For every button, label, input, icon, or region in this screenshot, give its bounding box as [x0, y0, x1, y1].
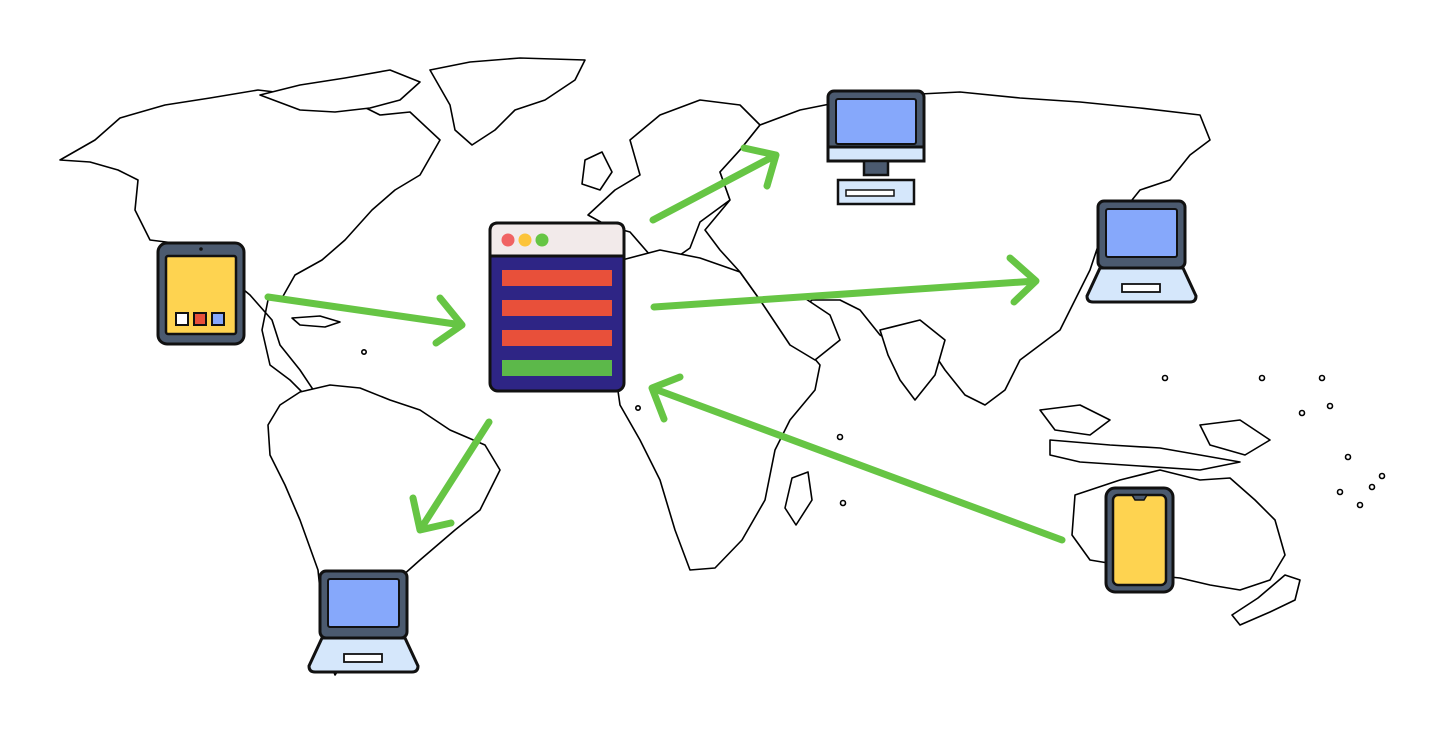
tablet-app-icon	[175, 312, 189, 326]
server-titlebar	[488, 221, 626, 258]
laptop-screen	[327, 578, 400, 628]
island-dot	[1344, 453, 1352, 461]
island-dot	[1298, 409, 1306, 417]
arrow-phone-to-server	[648, 373, 1066, 544]
new-zealand-islands	[1231, 574, 1301, 626]
arrow-server-to-laptop-south	[409, 418, 493, 534]
island-dot	[839, 499, 847, 507]
island-dot	[1378, 472, 1386, 480]
arctic-islands	[259, 69, 421, 113]
uk-landmass	[581, 151, 613, 191]
connection-arrows	[264, 144, 1066, 544]
smartphone-device	[1104, 486, 1175, 594]
laptop-touchpad	[343, 653, 383, 663]
server-content-bar	[502, 300, 612, 316]
indonesia-islands	[1049, 439, 1241, 471]
server-status-bar	[502, 360, 612, 376]
island-dot	[634, 404, 641, 411]
server-content-bar	[502, 270, 612, 286]
desktop-stand	[862, 159, 890, 177]
server-content-bar	[502, 330, 612, 346]
desktop-chin	[826, 145, 926, 163]
india-landmass	[879, 319, 946, 401]
desktop-screen	[835, 98, 917, 145]
tablet-app-icon	[211, 312, 225, 326]
tablet-camera-icon	[199, 247, 203, 251]
madagascar-landmass	[784, 471, 813, 526]
arrow-tablet-to-server	[264, 293, 466, 347]
laptop-touchpad	[1121, 283, 1161, 293]
island-dot	[1318, 374, 1326, 382]
island-dot	[1368, 483, 1376, 491]
tablet-device	[156, 241, 246, 346]
greenland-landmass	[429, 57, 586, 146]
laptop-screen	[1105, 208, 1178, 258]
minimize-dot-icon	[518, 233, 532, 247]
island-dot	[1258, 374, 1266, 382]
island-dot	[1326, 402, 1334, 410]
close-dot-icon	[501, 233, 515, 247]
phone-notch	[1130, 494, 1149, 501]
laptop-device-east-asia	[1085, 199, 1198, 304]
island-dot	[1161, 374, 1169, 382]
island-dot	[1356, 501, 1364, 509]
phone-screen	[1111, 493, 1168, 587]
tablet-app-icon	[193, 312, 207, 326]
world-map	[59, 57, 1386, 676]
desktop-device	[826, 89, 926, 206]
australia-landmass	[1071, 469, 1286, 591]
caribbean-islands	[291, 315, 341, 328]
island-dot	[1336, 488, 1344, 496]
laptop-device-south-america	[307, 569, 420, 674]
se-asia-islands	[1039, 404, 1111, 436]
island-dot	[836, 433, 844, 441]
north-america-landmass	[59, 89, 441, 401]
arrow-server-to-laptop-east	[650, 254, 1040, 311]
new-guinea-island	[1199, 419, 1271, 456]
maximize-dot-icon	[535, 233, 549, 247]
island-dot	[360, 348, 367, 355]
arrow-server-to-desktop	[649, 144, 780, 224]
desktop-drive-slot	[845, 189, 895, 197]
server-window	[488, 221, 626, 393]
